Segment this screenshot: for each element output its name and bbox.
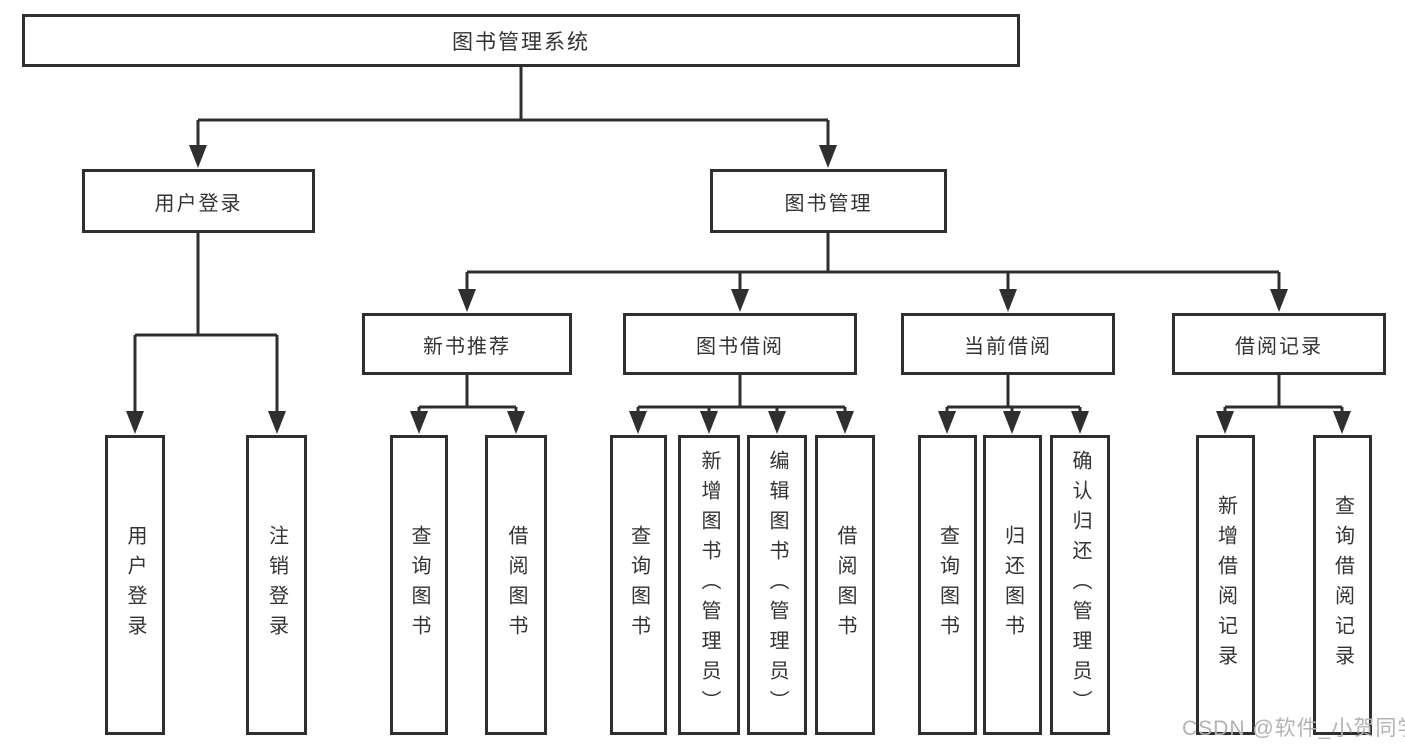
branch-book-management xyxy=(458,233,1288,312)
branch-new-book xyxy=(410,375,525,434)
node-user-login: 用户登录 xyxy=(82,169,315,233)
leaf-confirm-return-admin: 确认归还（管理员） xyxy=(1050,435,1110,735)
leaf-borrow-books-recommend-label: 借阅图书 xyxy=(505,525,527,645)
leaf-add-books-admin-label: 新增图书（管理员） xyxy=(698,450,720,720)
csdn-watermark: CSDN @软件_小贺同学 xyxy=(1182,717,1405,740)
leaf-borrow-books-recommend: 借阅图书 xyxy=(485,435,547,735)
node-book-borrow: 图书借阅 xyxy=(623,313,857,375)
leaf-query-books-borrow-label: 查询图书 xyxy=(627,525,650,645)
node-book-management: 图书管理 xyxy=(710,169,947,233)
leaf-query-borrow-record: 查询借阅记录 xyxy=(1313,435,1372,735)
leaf-edit-books-admin-label: 编辑图书（管理员） xyxy=(766,450,788,720)
leaf-query-books-current-label: 查询图书 xyxy=(936,525,959,645)
leaf-query-books-borrow: 查询图书 xyxy=(610,435,667,735)
node-new-book-recommend: 新书推荐 xyxy=(362,313,572,375)
node-root: 图书管理系统 xyxy=(22,14,1020,67)
leaf-logout: 注销登录 xyxy=(246,435,307,735)
leaf-query-books-current: 查询图书 xyxy=(918,435,977,735)
branch-root xyxy=(189,67,837,168)
branch-book-borrow xyxy=(629,375,854,434)
leaf-query-books-recommend-label: 查询图书 xyxy=(408,525,430,645)
leaf-logout-label: 注销登录 xyxy=(265,525,288,645)
leaf-borrow-books: 借阅图书 xyxy=(815,435,875,735)
leaf-user-login-label: 用户登录 xyxy=(124,525,146,645)
leaf-return-books: 归还图书 xyxy=(983,435,1042,735)
leaf-confirm-return-admin-label: 确认归还（管理员） xyxy=(1069,450,1091,720)
leaf-borrow-books-label: 借阅图书 xyxy=(834,525,856,645)
branch-borrow-records xyxy=(1216,375,1351,434)
leaf-edit-books-admin: 编辑图书（管理员） xyxy=(747,435,807,735)
leaf-query-books-recommend: 查询图书 xyxy=(390,435,448,735)
leaf-user-login: 用户登录 xyxy=(105,435,165,735)
leaf-add-borrow-record: 新增借阅记录 xyxy=(1196,435,1255,735)
leaf-return-books-label: 归还图书 xyxy=(1001,525,1024,645)
leaf-add-books-admin: 新增图书（管理员） xyxy=(678,435,740,735)
node-current-borrow: 当前借阅 xyxy=(901,313,1115,375)
branch-user-login xyxy=(126,233,286,434)
branch-current-borrow xyxy=(938,375,1089,434)
leaf-query-borrow-record-label: 查询借阅记录 xyxy=(1331,495,1354,675)
node-borrow-records: 借阅记录 xyxy=(1172,313,1386,375)
leaf-add-borrow-record-label: 新增借阅记录 xyxy=(1214,495,1237,675)
